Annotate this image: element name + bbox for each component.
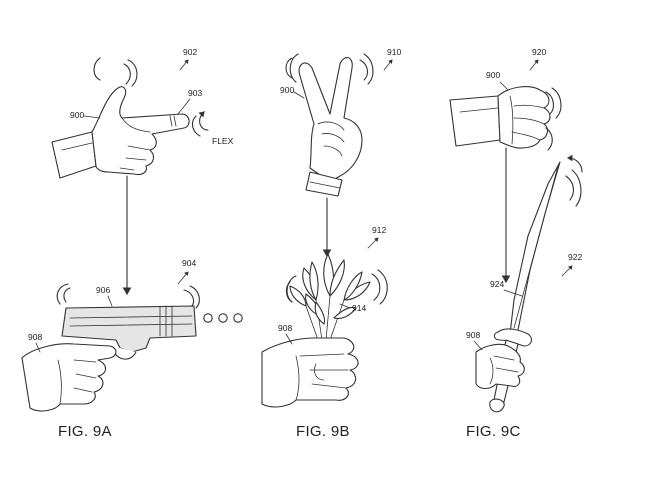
label-908-b: 908 [278, 323, 292, 333]
label-900-a: 900 [70, 110, 84, 120]
flower-bouquet [289, 253, 371, 341]
figure-9c: 920 900 922 92 [449, 47, 583, 440]
caption-fig-9c: FIG. 9C [466, 423, 521, 440]
label-920: 920 [532, 47, 546, 57]
fist-hand [449, 86, 551, 149]
label-924: 924 [490, 279, 504, 289]
figure-9a: 902 900 903 FLEX [21, 47, 243, 440]
motion-marks-9c-bottom [565, 154, 583, 207]
label-910: 910 [387, 47, 401, 57]
motion-marks-9c-top [545, 87, 562, 151]
motion-marks-9b-top [285, 53, 374, 85]
caption-fig-9a: FIG. 9A [58, 423, 112, 440]
label-904: 904 [182, 258, 196, 268]
label-912: 912 [372, 225, 386, 235]
holding-hand-9b [261, 337, 359, 408]
label-906: 906 [96, 285, 110, 295]
ellipsis-dots [203, 313, 243, 323]
pointing-hand [51, 86, 190, 179]
motion-marks-9a-bottom [56, 283, 200, 309]
label-flex: FLEX [212, 136, 234, 146]
holding-hand-9a [21, 343, 117, 412]
label-900-b: 900 [280, 85, 294, 95]
motion-marks-9b-bottom [285, 269, 388, 305]
handgun [61, 305, 197, 360]
label-914: 914 [352, 303, 366, 313]
motion-marks-9a-top [93, 57, 209, 137]
label-922: 922 [568, 252, 582, 262]
holding-hand-9c [475, 343, 525, 390]
label-902: 902 [183, 47, 197, 57]
figure-9b: 910 900 [261, 47, 401, 440]
caption-fig-9b: FIG. 9B [296, 423, 350, 440]
label-908-a: 908 [28, 332, 42, 342]
peace-sign-hand [298, 57, 363, 197]
label-903: 903 [188, 88, 202, 98]
label-900-c: 900 [486, 70, 500, 80]
label-908-c: 908 [466, 330, 480, 340]
